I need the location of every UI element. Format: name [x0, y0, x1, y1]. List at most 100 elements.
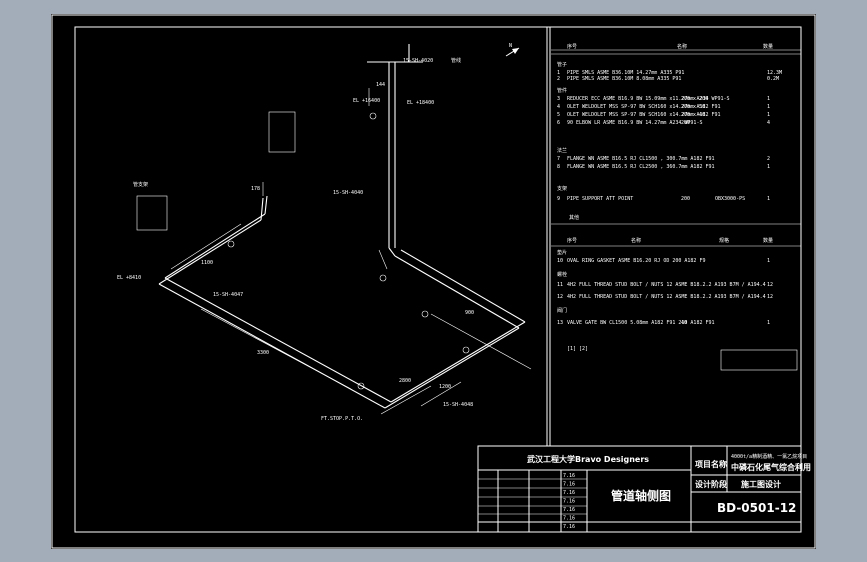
bom-row-qty: 0.2M — [767, 76, 779, 82]
bom-row-no: 2 — [557, 76, 560, 82]
bom-row-no: 6 — [557, 120, 560, 126]
bom-row-no: 12 — [557, 294, 563, 300]
date-cell: 7.16 — [563, 473, 575, 479]
bom-row-no: 3 — [557, 96, 560, 102]
bom-header2-qty: 数量 — [763, 237, 773, 244]
bom-row-qty: 12 — [767, 282, 773, 288]
inner-border — [74, 26, 802, 533]
date-cells: 7.16 7.16 7.16 7.16 7.16 7.16 7.16 — [563, 473, 575, 530]
date-cell: 7.16 — [563, 524, 575, 530]
dimension-d: 2800 — [399, 378, 411, 384]
date-cell: 7.16 — [563, 499, 575, 505]
bom-row-desc: FLANGE WN ASME B16.5 RJ CL2500 , 360.7mm… — [567, 164, 715, 170]
bom-row-no: 9 — [557, 196, 560, 202]
line-number-4: 15-SH-4048 — [443, 402, 473, 408]
drawing-sheet: N EL +16400 — [51, 14, 816, 549]
elevation-mid: EL +18400 — [407, 100, 434, 106]
bom-row-qty: 12 — [767, 294, 773, 300]
bom-section-bolt: 螺栓 — [557, 271, 567, 278]
bom-row-desc: VALVE GATE BW CL1500 5.08mm A182 F91 210… — [567, 320, 715, 326]
date-cell: 7.16 — [563, 516, 575, 522]
coordinate-note: FT.STOP.P.T.O. — [321, 416, 363, 422]
bom-row-desc: PIPE SMLS ASME B36.10M 8.08mm A335 P91 — [567, 76, 681, 82]
bom-row-no: 1 — [557, 70, 560, 76]
bom-section-fitting: 管件 — [557, 87, 567, 94]
hatch-box — [720, 349, 798, 371]
bom-row-desc: 4H2 FULL THREAD STUD BOLT / NUTS 12 ASME… — [567, 282, 766, 288]
dimension-b: 3300 — [257, 350, 269, 356]
bom-header-name: 名称 — [677, 43, 687, 50]
bom-note: [1] [2] — [567, 346, 588, 352]
bom-row-qty: 1 — [767, 96, 770, 102]
bom-section-misc: 其他 — [569, 214, 579, 221]
design-stage: 施工图设计 — [741, 479, 781, 489]
bom-row-qty: 1 — [767, 104, 770, 110]
outer-border — [51, 14, 816, 549]
bom-row-qty: 1 — [767, 196, 770, 202]
north-arrow-icon: N — [505, 43, 520, 57]
bom-row-no: 10 — [557, 258, 563, 264]
bom-row-no: 13 — [557, 320, 563, 326]
bom-row-size: 200 — [681, 120, 690, 126]
drawing-title: 管道轴侧图 — [611, 488, 671, 503]
project-name-2: 中磷石化尾气综合利用 — [731, 462, 811, 472]
bom-row-desc: 90 ELBOW LR ASME B16.9 BW 14.27mm A234 W… — [567, 120, 702, 126]
bom-row-desc: OLET WELDOLET MSS SP-97 BW SCH160 x14.27… — [567, 112, 721, 118]
bom-row-no: 4 — [557, 104, 560, 110]
bom-row-qty: 2 — [767, 156, 770, 162]
bom-bottom-rows: 10 OVAL RING GASKET ASME B16.20 RJ OD 200… — [557, 258, 773, 326]
bom-row-no: 11 — [557, 282, 563, 288]
bom-row-no: 7 — [557, 156, 560, 162]
drawing-number: BD-0501-12 — [717, 501, 796, 515]
date-cell: 7.16 — [563, 507, 575, 513]
bom-top-rows: 1 PIPE SMLS ASME B36.10M 14.27mm A335 P91… — [557, 70, 782, 202]
dimension-f: 178 — [251, 186, 260, 192]
date-cell: 7.16 — [563, 490, 575, 496]
pipe-run — [158, 44, 526, 409]
dimension-lines — [170, 88, 532, 415]
bom-row-size: 200 x 200 — [681, 96, 708, 102]
bom-header2-name: 名称 — [631, 237, 641, 244]
bom-row-qty: 12.3M — [767, 70, 782, 76]
weld-note-left: 管支架 — [133, 181, 148, 188]
bom-row-desc: REDUCER ECC ASME B16.9 BW 15.09mm x11.27… — [567, 96, 730, 102]
bom-row-desc: PIPE SUPPORT ATT POINT — [567, 196, 633, 202]
bom-section-support: 支架 — [557, 185, 567, 192]
date-cell: 7.16 — [563, 482, 575, 488]
bom-header-no: 序号 — [567, 43, 577, 50]
university-name: 武汉工程大学Bravo Designers — [527, 454, 649, 464]
bom-row-size: 200 x 50 — [681, 104, 705, 110]
bom-row-qty: 1 — [767, 112, 770, 118]
bom-row-desc: OVAL RING GASKET ASME B16.20 RJ OD 200 A… — [567, 258, 705, 264]
bom-row-desc: FLANGE WN ASME B16.5 RJ CL1500 , 300.7mm… — [567, 156, 715, 162]
bom-section-gasket: 垫片 — [557, 249, 567, 256]
bom-row-desc: PIPE SMLS ASME B36.10M 14.27mm A335 P91 — [567, 70, 684, 76]
bom-header-qty: 数量 — [763, 43, 773, 50]
title-block: 武汉工程大学Bravo Designers 管道轴侧图 BD-0501-12 项… — [477, 445, 811, 533]
line-number-1: 15-SH-4020 — [403, 58, 433, 64]
bom-row-qty: 1 — [767, 164, 770, 170]
dimension-g: 144 — [376, 82, 385, 88]
project-name: 4000t/a精制酒精、一氯乙烷项目 — [731, 453, 807, 460]
elevation-top: EL +16400 — [353, 98, 380, 104]
bom-row-no: 5 — [557, 112, 560, 118]
callout-marks — [136, 111, 470, 390]
dimension-a: 1100 — [201, 260, 213, 266]
bom-header2-no: 序号 — [567, 237, 577, 244]
bom-section-flange: 法兰 — [557, 147, 567, 154]
bom-section-pipe: 管子 — [557, 61, 567, 68]
bom-header2-spec: 规格 — [719, 237, 729, 244]
bom-row-desc: OLET WELDOLET MSS SP-97 BW SCH160 x14.27… — [567, 104, 721, 110]
bom-row-desc: 4H2 FULL THREAD STUD BOLT / NUTS 12 ASME… — [567, 294, 766, 300]
dimension-e: 900 — [465, 310, 474, 316]
bom-row-qty: 1 — [767, 258, 770, 264]
elevation-left: EL +8410 — [117, 275, 141, 281]
design-stage-label: 设计阶段 — [695, 479, 727, 489]
isometric-drawing: N EL +16400 — [51, 14, 816, 549]
project-label: 项目名称 — [695, 459, 727, 469]
bom-row-qty: 1 — [767, 320, 770, 326]
bill-of-materials: 序号 名称 数量 管子 管件 法兰 支架 其他 序号 名称 规格 数量 垫片 螺… — [551, 43, 801, 371]
bom-section-valve: 阀门 — [557, 307, 567, 314]
north-label: N — [509, 43, 512, 49]
bom-row-size: 200 — [681, 196, 690, 202]
